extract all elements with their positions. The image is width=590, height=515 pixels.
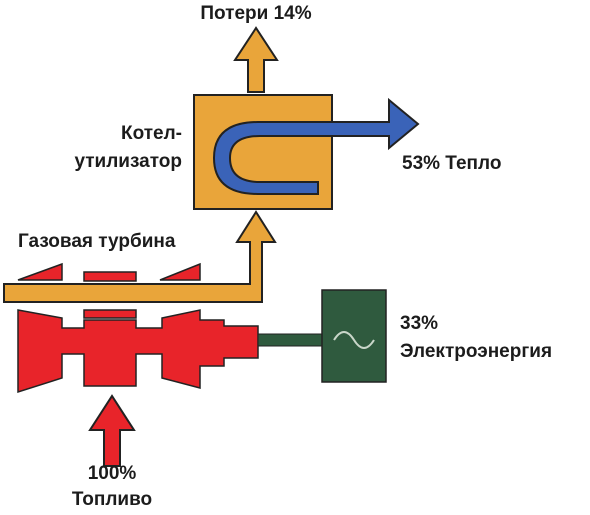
losses-arrow xyxy=(233,26,279,93)
boiler-label-line2: утилизатор xyxy=(74,151,182,172)
heat-pipe-arrow xyxy=(212,97,420,195)
boiler-label-line1: Котел- xyxy=(121,123,182,144)
fuel-percent: 100% xyxy=(87,463,137,484)
shaft xyxy=(257,333,325,347)
losses-label: Потери 14% xyxy=(200,3,312,24)
electricity-percent: 33% xyxy=(400,313,439,334)
heat-label: 53% Тепло xyxy=(402,153,502,174)
fuel-arrow xyxy=(88,394,136,467)
generator xyxy=(321,289,387,383)
turbine-blade xyxy=(159,262,201,281)
generator-wave-icon xyxy=(333,331,375,349)
turbine-blade xyxy=(17,262,63,281)
gas-turbine xyxy=(17,309,259,394)
exhaust-flow-arrow xyxy=(3,210,277,303)
fuel-label: Топливо xyxy=(71,489,153,510)
turbine-blade xyxy=(83,309,137,319)
gas-turbine-label: Газовая турбина xyxy=(18,231,176,252)
electricity-label: Электроэнергия xyxy=(400,341,553,362)
turbine-blade xyxy=(83,271,137,282)
